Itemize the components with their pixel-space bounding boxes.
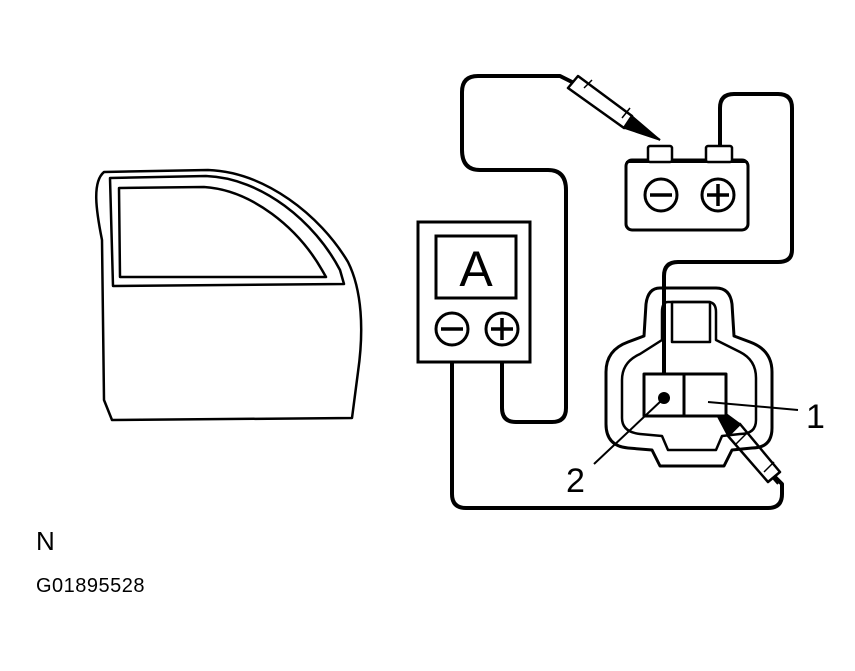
battery-body (624, 158, 750, 232)
callout-label-1: 1 (806, 398, 825, 436)
callout-leader-1 (707, 401, 799, 411)
battery-minus-icon (643, 177, 679, 213)
battery-negative-post (646, 144, 674, 164)
connector-lock-tab (670, 300, 712, 344)
callout-leader-2 (593, 399, 663, 465)
door-window-glass (117, 185, 328, 279)
wire-ammeter-negative-to-lower-probe (450, 342, 784, 510)
connector (604, 286, 774, 468)
ammeter: A (416, 220, 532, 364)
door-illustration (95, 168, 363, 422)
callout-leaders (593, 399, 799, 465)
wire-ammeter-positive-to-upper-probe (460, 74, 574, 424)
wire-battery-positive-to-terminal-2 (662, 92, 794, 400)
battery (624, 144, 750, 232)
upper-test-probe (566, 74, 661, 141)
figure-id-label: G01895528 (36, 575, 146, 597)
ammeter-display (434, 234, 518, 300)
battery-plus-icon (700, 177, 736, 213)
battery-positive-post (704, 144, 734, 164)
view-code-label: N (36, 526, 55, 556)
ammeter-plus-icon (484, 311, 520, 347)
connector-outer-housing (604, 286, 774, 468)
callout-label-2: 2 (566, 462, 585, 500)
connector-terminal-cavity-1 (682, 372, 728, 418)
ammeter-minus-icon (434, 311, 470, 347)
ammeter-display-letter: A (459, 241, 493, 297)
connector-inner-housing (620, 300, 758, 452)
door-outer-panel (95, 168, 363, 422)
door-window-frame (108, 174, 346, 288)
test-wires (450, 74, 794, 510)
